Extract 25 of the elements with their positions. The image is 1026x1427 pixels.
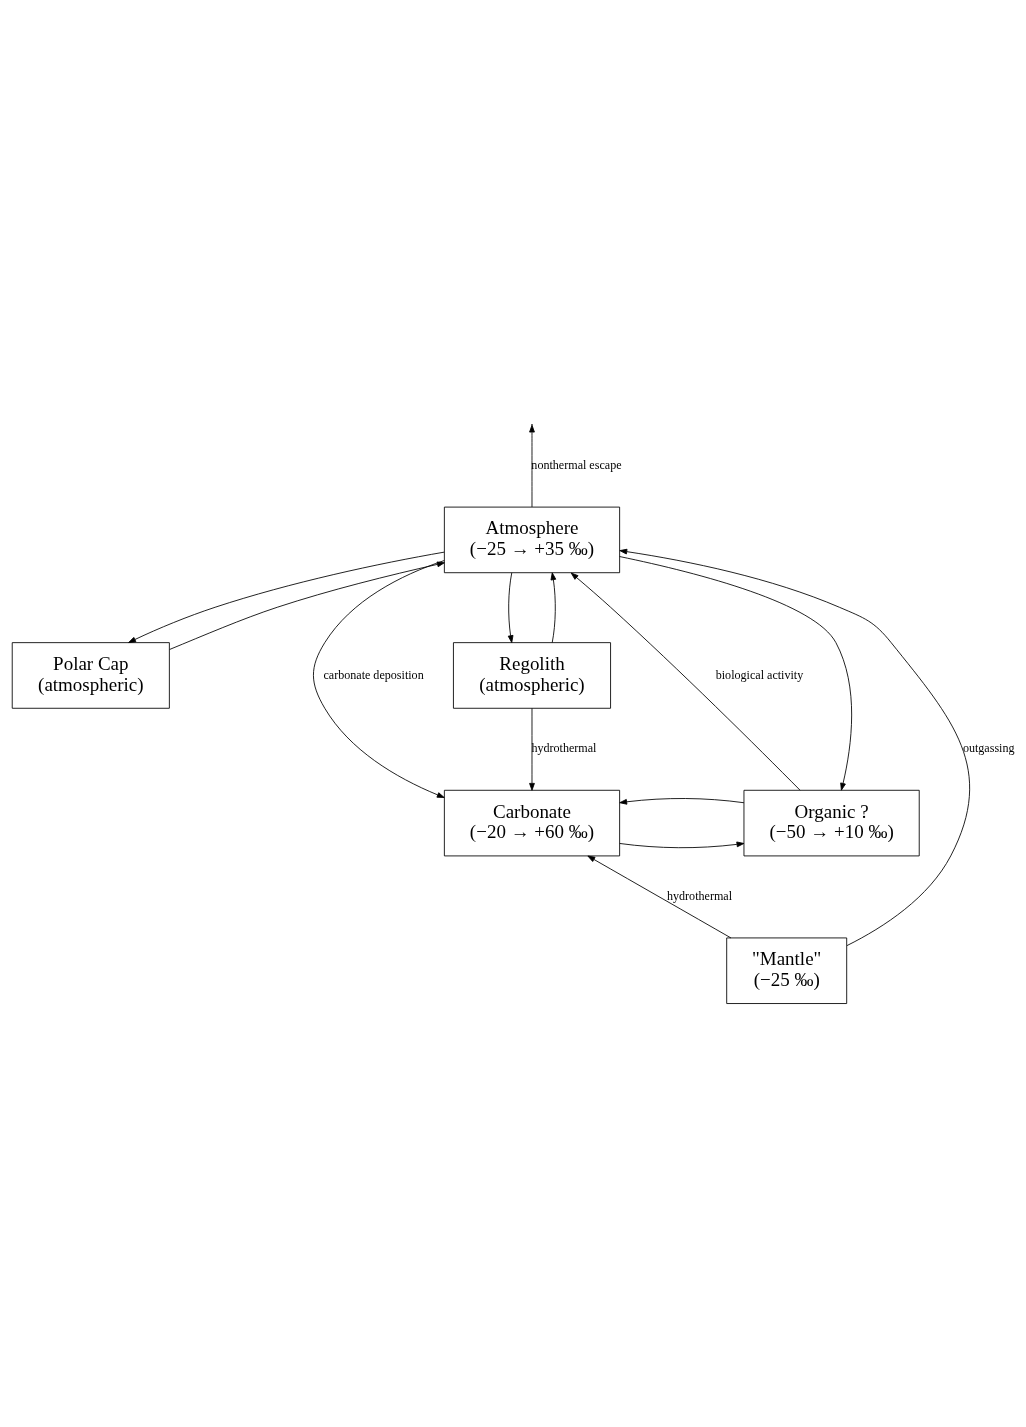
arrow <box>587 855 732 938</box>
node-box: Carbonate (−20 → +60 ‰) <box>443 789 621 856</box>
arrow <box>619 797 745 805</box>
edge-label: biological activity <box>715 667 804 682</box>
edge-label: outgassing <box>962 740 1015 755</box>
arrow <box>570 572 801 791</box>
edge-label: carbonate deposition <box>323 667 424 682</box>
node-box: Regolith (atmospheric) <box>453 641 611 709</box>
arrow <box>128 551 445 643</box>
node-box: "Mantle" (−25 ‰) <box>726 937 848 1004</box>
arrow <box>619 555 853 791</box>
edge-label: hydrothermal <box>666 888 733 903</box>
arrow <box>550 571 557 643</box>
edge-label: hydrothermal <box>531 740 597 755</box>
arrow <box>529 424 535 507</box>
edge-label: nonthermal escape <box>531 457 622 472</box>
arrow <box>313 559 445 798</box>
node-box: Atmosphere (−25 → +35 ‰) <box>443 506 621 573</box>
node-box: Polar Cap (atmospheric) <box>11 641 170 709</box>
arrow <box>619 548 970 946</box>
arrow <box>529 707 535 791</box>
arrow <box>619 841 745 848</box>
arrow <box>169 561 445 650</box>
arrow <box>507 571 514 643</box>
node-box: Organic ? (−50 → +10 ‰) <box>743 789 920 856</box>
